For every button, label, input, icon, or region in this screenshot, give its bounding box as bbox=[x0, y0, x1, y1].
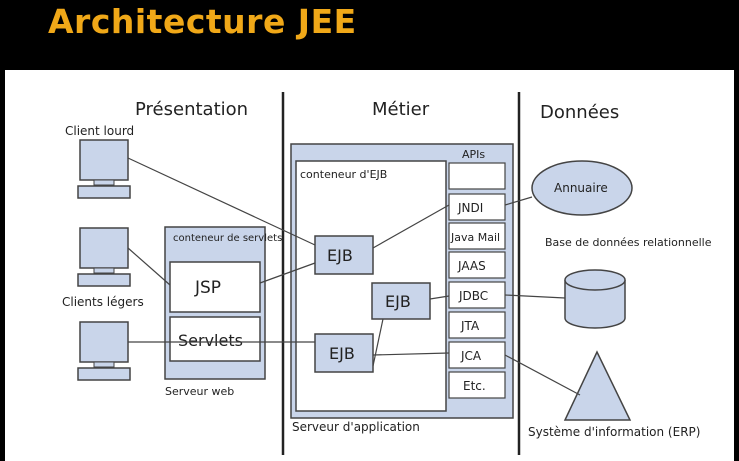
architecture-diagram: Présentation Métier Données Client lourd… bbox=[62, 92, 712, 455]
label-client-lourd: Client lourd bbox=[65, 124, 134, 138]
api-box-jdbc bbox=[448, 281, 506, 309]
api-box-jndi bbox=[448, 193, 506, 221]
computer-icon-client-leger-1 bbox=[77, 227, 131, 287]
label-ejb-2: EJB bbox=[385, 292, 411, 311]
ejb-box-2 bbox=[371, 282, 431, 320]
label-annuaire: Annuaire bbox=[554, 181, 608, 195]
api-box-javamail bbox=[448, 222, 506, 250]
jsp-box bbox=[169, 261, 261, 313]
label-systeme-information: Système d'information (ERP) bbox=[528, 425, 700, 439]
label-conteneur-servlets: conteneur de servlets bbox=[173, 233, 282, 244]
label-javamail: Java Mail bbox=[450, 231, 500, 244]
api-box-jca bbox=[448, 341, 506, 369]
label-apis: APIs bbox=[462, 148, 485, 161]
api-box-jaas bbox=[448, 251, 506, 279]
computer-icon-client-lourd bbox=[77, 139, 131, 199]
label-jsp: JSP bbox=[194, 278, 221, 298]
label-bdd-text: Base de données relationnelle bbox=[545, 236, 712, 249]
label-serveur-application: Serveur d'application bbox=[292, 420, 420, 434]
computer-icon-client-leger-2 bbox=[77, 321, 131, 381]
ejb-box-3 bbox=[314, 333, 374, 373]
erp-triangle-icon bbox=[563, 350, 632, 421]
label-ejb-3: EJB bbox=[329, 344, 355, 363]
label-jta: JTA bbox=[460, 319, 480, 333]
label-jdbc: JDBC bbox=[458, 289, 488, 303]
servlets-box bbox=[169, 316, 261, 362]
slide-title: Architecture JEE bbox=[48, 2, 357, 41]
column-presentation: Présentation bbox=[135, 99, 248, 120]
title-bar: Architecture JEE bbox=[0, 0, 739, 70]
label-serveur-web: Serveur web bbox=[165, 385, 234, 398]
label-jca: JCA bbox=[460, 349, 482, 363]
label-servlets: Servlets bbox=[178, 331, 243, 350]
label-clients-legers: Clients légers bbox=[62, 295, 144, 309]
label-jndi: JNDI bbox=[457, 201, 483, 215]
database-cylinder-icon bbox=[564, 269, 626, 329]
api-box-etc bbox=[448, 371, 506, 399]
connection-lines bbox=[127, 157, 581, 396]
label-bdd: Base de données relationnelle bbox=[545, 236, 712, 249]
label-jaas: JAAS bbox=[457, 259, 486, 273]
api-box-jta bbox=[448, 311, 506, 339]
annuaire-ellipse bbox=[531, 160, 633, 216]
api-box-empty bbox=[448, 162, 506, 190]
column-donnees: Données bbox=[540, 102, 619, 123]
label-etc: Etc. bbox=[463, 379, 486, 393]
column-metier: Métier bbox=[372, 99, 430, 120]
ejb-box-1 bbox=[314, 235, 374, 275]
label-conteneur-servlets-text: conteneur de servlets bbox=[173, 233, 282, 244]
label-conteneur-ejb: conteneur d'EJB bbox=[300, 168, 387, 181]
diagram-canvas: Présentation Métier Données Client lourd… bbox=[5, 70, 734, 461]
label-ejb-1: EJB bbox=[327, 246, 353, 265]
